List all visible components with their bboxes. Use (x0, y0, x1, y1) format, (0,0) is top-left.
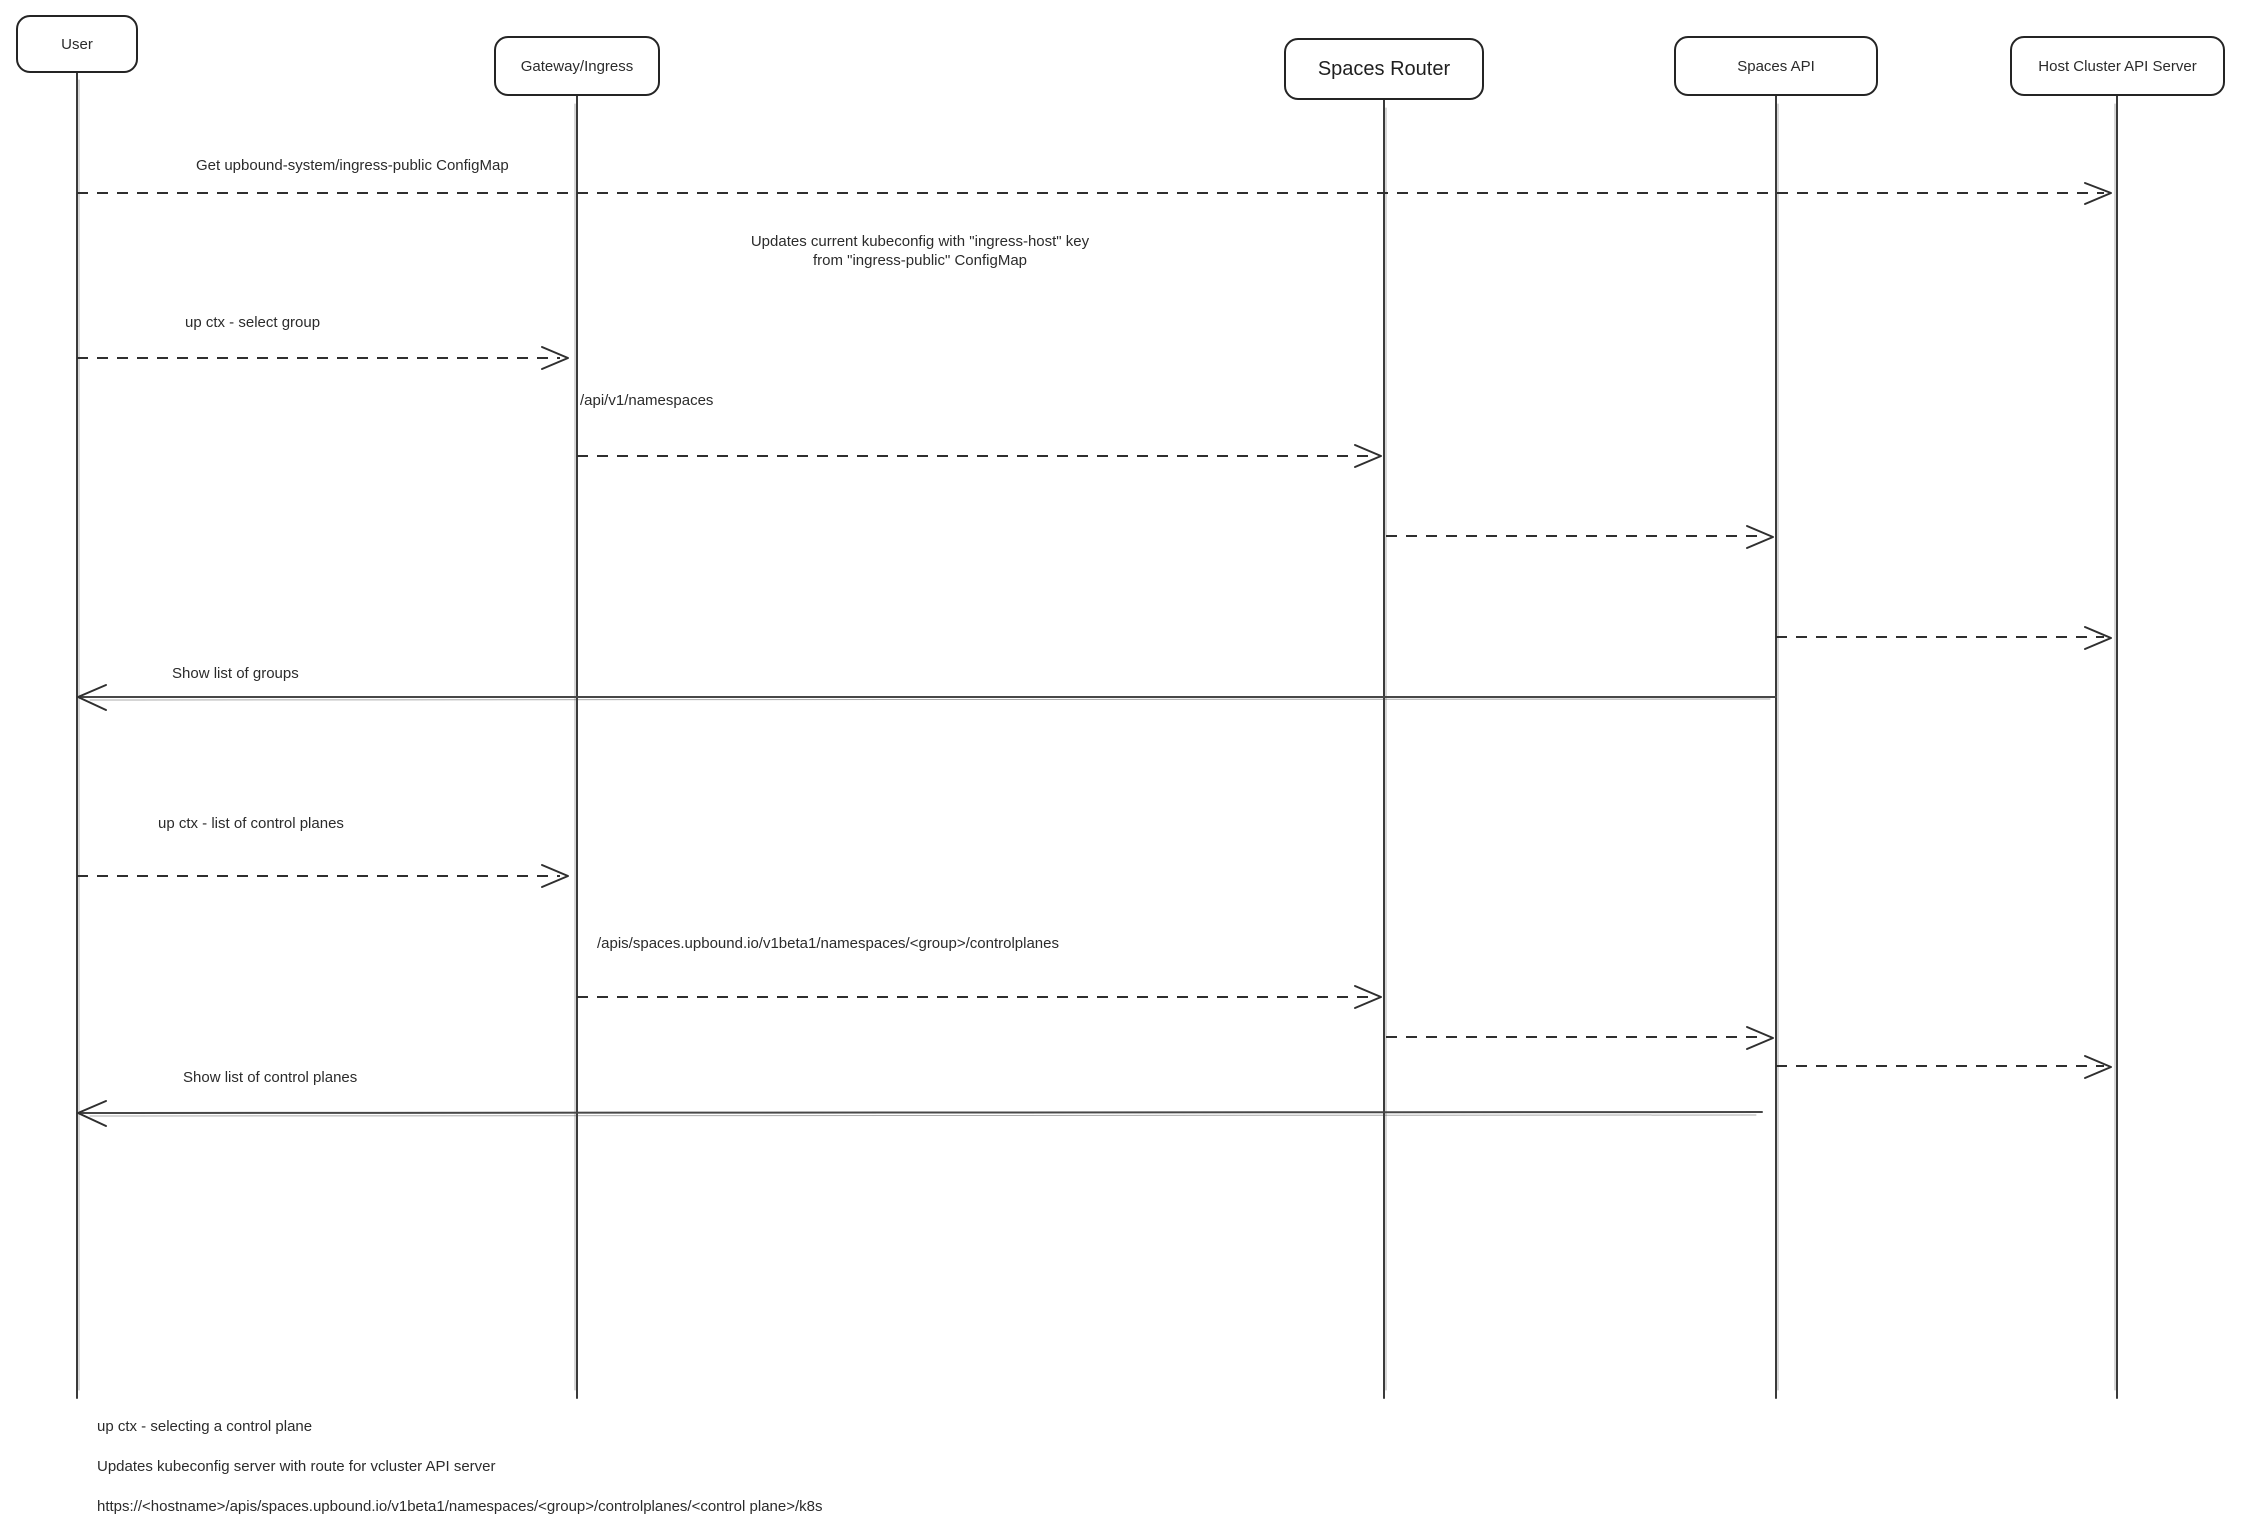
lifeline-host-cluster-api-server (2114, 95, 2118, 1399)
arrow-show-control-planes (77, 1100, 1763, 1127)
actor-gateway-ingress: Gateway/Ingress (494, 36, 660, 96)
note-kubeconfig-line2: from "ingress-public" ConfigMap (812, 252, 1028, 269)
footnote-selecting-control-plane: up ctx - selecting a control plane (97, 1418, 313, 1435)
label-select-group: up ctx - select group (185, 314, 321, 331)
lifeline-gateway-ingress (574, 95, 578, 1399)
actor-host-cluster-api-server-label: Host Cluster API Server (2038, 57, 2197, 75)
arrow-list-control-planes (77, 864, 569, 888)
actor-spaces-router-label: Spaces Router (1317, 57, 1451, 80)
arrow-api-namespaces (577, 444, 1382, 468)
label-apis-controlplanes: /apis/spaces.upbound.io/v1beta1/namespac… (597, 935, 1059, 952)
actor-user-label: User (61, 35, 93, 53)
footnote-hostname-url: https://<hostname>/apis/spaces.upbound.i… (97, 1498, 823, 1515)
lifeline-spaces-api (1775, 95, 1779, 1399)
actor-host-cluster-api-server: Host Cluster API Server (2010, 36, 2225, 96)
label-get-configmap: Get upbound-system/ingress-public Config… (196, 157, 509, 174)
arrow-router-to-api-2 (1386, 1026, 1774, 1050)
actor-spaces-api: Spaces API (1674, 36, 1878, 96)
arrow-get-configmap (77, 182, 2112, 205)
actor-gateway-ingress-label: Gateway/Ingress (520, 57, 634, 75)
arrow-select-group (77, 346, 569, 370)
label-api-namespaces: /api/v1/namespaces (580, 392, 714, 409)
actor-spaces-router: Spaces Router (1284, 38, 1484, 100)
label-show-control-planes: Show list of control planes (183, 1069, 358, 1086)
note-kubeconfig: Updates current kubeconfig with "ingress… (725, 232, 1115, 270)
arrow-api-to-host-1 (1776, 626, 2112, 650)
label-show-groups: Show list of groups (172, 665, 299, 682)
lifeline-spaces-router (1383, 99, 1387, 1399)
arrow-api-to-host-2 (1776, 1055, 2112, 1079)
arrow-router-to-api-1 (1386, 525, 1774, 549)
actor-spaces-api-label: Spaces API (1737, 57, 1815, 75)
footnote-updates-kubeconfig: Updates kubeconfig server with route for… (97, 1458, 496, 1475)
arrow-apis-controlplanes (577, 985, 1382, 1009)
actor-user: User (16, 15, 138, 73)
label-list-control-planes: up ctx - list of control planes (158, 815, 344, 832)
arrow-show-groups (77, 684, 1777, 711)
note-kubeconfig-line1: Updates current kubeconfig with "ingress… (750, 233, 1090, 250)
lifeline-user (76, 72, 80, 1399)
